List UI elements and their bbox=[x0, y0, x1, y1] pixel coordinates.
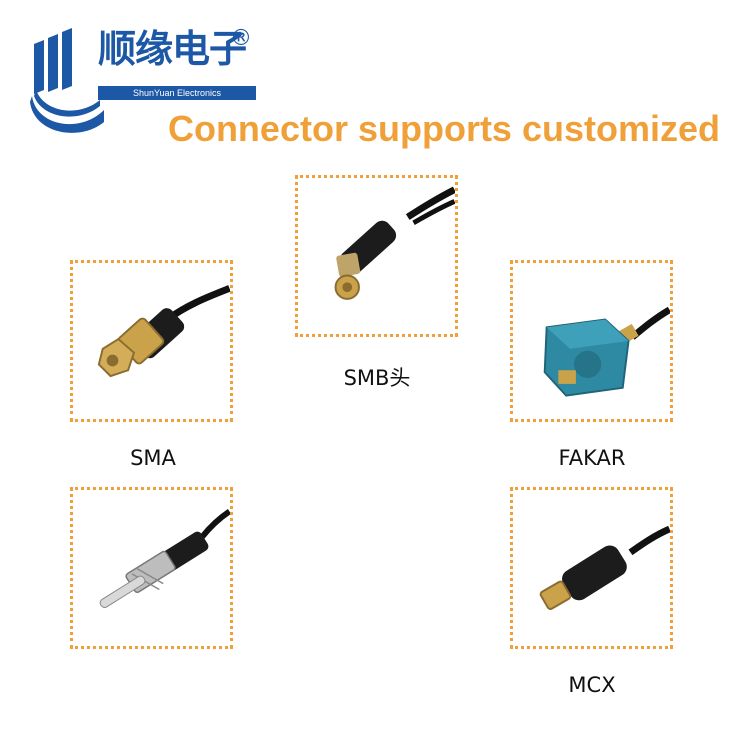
brand-name-chinese: 顺缘电子 bbox=[98, 27, 247, 71]
smb-connector-image bbox=[334, 186, 455, 300]
caption-sma: SMA bbox=[130, 446, 176, 470]
product-frame-smb bbox=[295, 175, 458, 337]
fakra-connector-image bbox=[543, 306, 670, 397]
product-frame-mcx bbox=[510, 487, 673, 649]
antenna-plug-image bbox=[99, 509, 230, 608]
product-frame-sma bbox=[70, 260, 233, 422]
headline: Connector supports customized bbox=[167, 108, 720, 149]
registered-trademark: ® bbox=[230, 26, 252, 51]
caption-fakra: FAKAR bbox=[558, 446, 626, 470]
brand-name-english: ShunYuan Electronics bbox=[98, 86, 256, 100]
mcx-connector-image bbox=[539, 525, 670, 610]
brand-logo: 顺缘电子 ® ShunYuan Electronics bbox=[30, 26, 260, 136]
product-frame-fakra bbox=[510, 260, 673, 422]
product-frame-antenna-plug bbox=[70, 487, 233, 649]
sma-connector-image bbox=[97, 285, 230, 378]
caption-smb: SMB头 bbox=[343, 366, 411, 390]
logo-hand-icon bbox=[30, 28, 104, 133]
caption-mcx: MCX bbox=[568, 673, 616, 697]
